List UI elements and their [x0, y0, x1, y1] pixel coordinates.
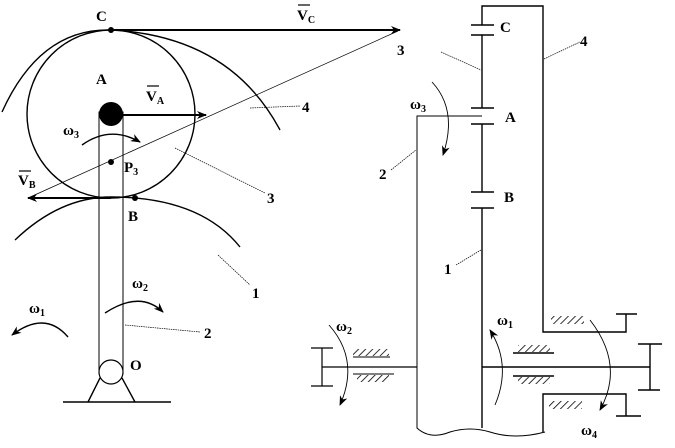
bearing-hatches [353, 316, 584, 409]
leader-3-right [440, 51, 482, 71]
label-b: B [128, 209, 138, 225]
right-view: C A B 3 4 2 1 ω3 ω2 ω1 ω4 [311, 5, 662, 441]
point-b-dot [132, 195, 138, 201]
support-base [63, 377, 171, 403]
ring-4-body [481, 5, 637, 333]
label-omega3-right: ω3 [410, 97, 426, 115]
label-omega2-right: ω2 [336, 319, 352, 337]
leader-1 [217, 254, 251, 286]
leader-2-right [390, 149, 417, 171]
label-vb: VB [18, 173, 36, 191]
ring-4-lower [542, 393, 641, 432]
label-part-4: 4 [302, 100, 310, 116]
mesh-a [471, 107, 494, 125]
label-va: VA [146, 89, 165, 107]
label-vc: VC [297, 8, 315, 26]
leader-3 [174, 147, 266, 194]
omega1-arrow-right [489, 329, 503, 406]
carrier-2-body [416, 115, 546, 437]
omega1-arrow [11, 322, 69, 338]
label-c-right: C [500, 20, 511, 36]
hub-a [99, 102, 123, 126]
label-part-2-right: 2 [379, 167, 387, 183]
label-part-1: 1 [252, 286, 260, 302]
leader-2 [124, 324, 201, 333]
gear-1-arc [14, 196, 241, 248]
label-part-3-right: 3 [397, 43, 405, 59]
mesh-b [471, 191, 494, 209]
omega4-arrow-right [589, 319, 611, 411]
label-part-1-right: 1 [444, 262, 452, 278]
label-omega1: ω1 [29, 301, 45, 319]
label-omega4-right: ω4 [581, 423, 597, 441]
right-bracket [638, 343, 662, 391]
leader-4-right [543, 41, 581, 60]
label-a: A [96, 72, 107, 88]
leader-1-right [455, 249, 482, 266]
omega3-arrow-right [431, 81, 450, 156]
point-p3-dot [108, 159, 114, 165]
omega2-arrow [104, 300, 164, 314]
label-omega3: ω3 [63, 123, 79, 141]
label-b-right: B [504, 190, 514, 206]
omega2-arrow-right [328, 324, 349, 406]
instant-velocity-line [27, 30, 399, 199]
label-p3: P3 [124, 160, 138, 178]
label-omega1-right: ω1 [497, 313, 513, 331]
left-view: C A B O P3 VC VA VB ω3 ω2 ω1 4 3 1 2 [1, 4, 401, 403]
mesh-c [471, 24, 494, 36]
arm-2-link [98, 111, 124, 375]
label-part-4-right: 4 [580, 34, 588, 50]
label-o: O [130, 358, 142, 374]
omega3-arrow [81, 133, 141, 146]
label-part-3: 3 [267, 191, 275, 207]
label-part-2: 2 [204, 326, 212, 342]
label-a-right: A [505, 110, 516, 126]
left-bracket [311, 347, 333, 387]
label-omega2: ω2 [132, 276, 148, 294]
leader-4 [249, 105, 301, 109]
label-c: C [96, 9, 107, 25]
point-c-dot [108, 27, 114, 33]
pivot-o [98, 359, 124, 385]
